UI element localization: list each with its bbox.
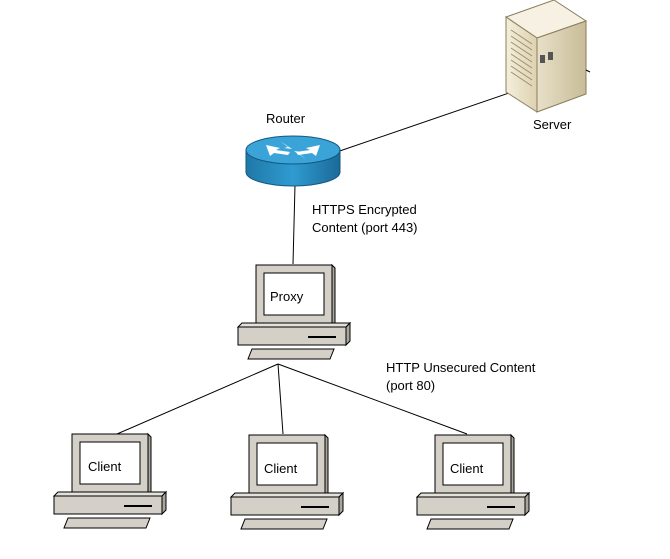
https-link-label-line2: Content (port 443) [312,220,418,235]
link-proxy-client-1 [116,363,279,435]
server-label: Server [533,117,572,132]
link-proxy-client-3 [277,363,468,435]
proxy-screen-label: Proxy [270,289,304,304]
proxy-computer-icon [236,263,352,360]
client-computer-icon [52,432,168,529]
http-link-label-line2: (port 80) [386,378,436,393]
client-computer-icon [415,433,531,530]
client-3-screen-label: Client [450,461,484,476]
server-icon [504,0,591,113]
http-link-label-line1: HTTP Unsecured Content [386,360,536,375]
link-router-server [327,91,513,156]
https-link-label-line1: HTTPS Encrypted [312,202,417,217]
client-2-screen-label: Client [264,461,298,476]
router-label: Router [266,111,306,126]
client-1-screen-label: Client [88,459,122,474]
link-proxy-client-2 [277,363,284,435]
client-computer-icon [229,433,345,530]
connection-lines [116,91,513,435]
router-icon [245,135,341,187]
link-router-proxy [292,184,296,265]
